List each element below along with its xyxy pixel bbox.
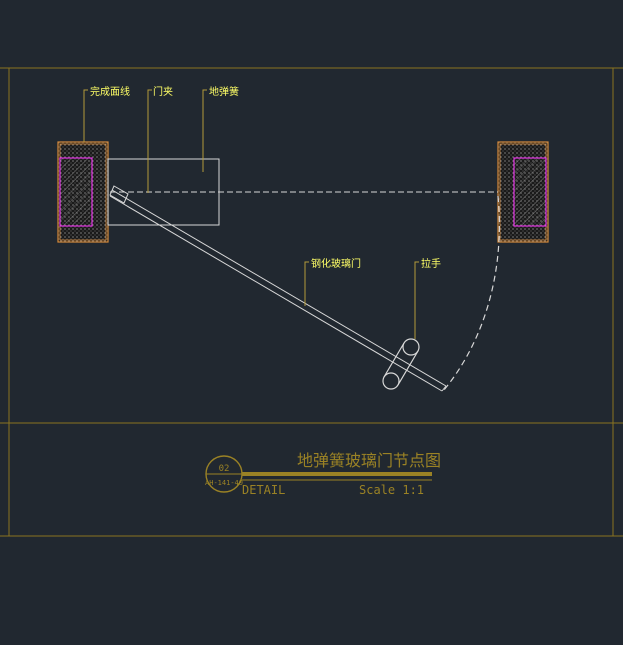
right-wall-core (513, 157, 547, 227)
leader-door-clamp (147, 89, 152, 193)
detail-bubble-number: 02 (219, 464, 230, 474)
title-block: 02 AH-141-40 地弹簧玻璃门节点图 DETAIL Scale 1:1 (205, 451, 441, 497)
handle-knob-top (402, 338, 420, 356)
label-handle: 拉手 (421, 257, 441, 270)
left-wall-section (57, 141, 109, 243)
leader-floor-spring (202, 89, 207, 172)
glass-door-panel (109, 189, 447, 392)
right-wall-section (497, 141, 549, 243)
scale-caption: Scale 1:1 (359, 483, 424, 497)
glass-door-end (441, 385, 447, 392)
door-handle (382, 338, 420, 390)
glass-door-edge-1 (111, 189, 447, 387)
handle-bar-1 (383, 342, 405, 378)
detail-bubble-ref: AH-141-40 (205, 479, 243, 487)
handle-bar-2 (397, 350, 419, 386)
leaders (83, 89, 419, 339)
left-wall-core (59, 157, 93, 227)
detail-caption: DETAIL (242, 483, 285, 497)
door-swing-arc (443, 195, 500, 391)
leader-handle (414, 261, 419, 339)
glass-door-edge-2 (109, 195, 443, 392)
door-clamp-body (109, 185, 129, 204)
label-floor-spring: 地弹簧 (209, 85, 239, 98)
drawing-title: 地弹簧玻璃门节点图 (297, 451, 441, 470)
label-finish-line: 完成面线 (90, 85, 130, 98)
label-glass-door: 钢化玻璃门 (311, 257, 361, 270)
label-door-clamp: 门夹 (153, 85, 173, 98)
drawing-frame (0, 67, 623, 537)
handle-knob-bottom (382, 372, 400, 390)
annotation-labels: 完成面线 门夹 地弹簧 钢化玻璃门 拉手 (90, 85, 441, 270)
door-clamp (109, 185, 129, 204)
leader-finish-line (83, 89, 88, 142)
leader-glass-door (304, 261, 309, 306)
title-underline-thick (242, 472, 432, 476)
